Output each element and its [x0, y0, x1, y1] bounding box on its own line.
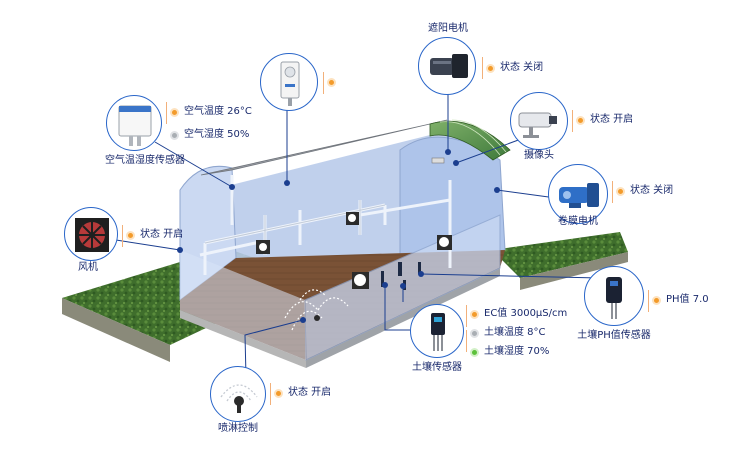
ph-value-reading: PH值 7.0 — [652, 294, 709, 306]
soil-sensor-icon — [431, 313, 445, 351]
shade-motor-circle[interactable] — [418, 37, 476, 95]
shade-motor-icon — [430, 54, 468, 78]
ground-right-edge — [520, 252, 628, 290]
camera-label: 摄像头 — [524, 150, 554, 161]
ph-sensor-circle[interactable] — [584, 266, 644, 326]
status-dot-icon — [652, 295, 661, 305]
sprinkler-circle[interactable] — [210, 366, 266, 422]
status-dot-icon — [470, 328, 479, 338]
ph-sensor-icon — [606, 277, 622, 319]
air-sensor-icon — [118, 105, 152, 146]
soil-sensor-label: 土壤传感器 — [412, 362, 462, 373]
status-dot-icon — [274, 388, 283, 398]
ph-sensor-label: 土壤PH值传感器 — [577, 330, 651, 341]
shade-motor-label: 遮阳电机 — [428, 23, 468, 34]
fan-unit-3 — [437, 235, 452, 250]
sprinkler-status: 状态 开启 — [274, 387, 331, 399]
fan-status: 状态 开启 — [126, 229, 183, 241]
light-sensor-icon — [280, 61, 300, 106]
air-humidity-reading: 空气湿度 50% — [170, 129, 249, 141]
status-dot-icon — [170, 107, 179, 117]
air-sensor-circle[interactable] — [106, 95, 162, 151]
status-dot-icon — [170, 130, 179, 140]
fan-label: 风机 — [78, 262, 98, 273]
camera-icon — [518, 112, 557, 138]
sprinkler-icon — [220, 384, 258, 413]
camera-circle[interactable] — [510, 92, 568, 150]
floor-front-edge — [180, 310, 306, 368]
status-dot-icon — [470, 309, 479, 319]
film-motor-icon — [559, 183, 599, 208]
fan-circle[interactable] — [64, 207, 118, 261]
soil-sensor-circle[interactable] — [410, 304, 464, 358]
ground-right-strip — [492, 232, 628, 278]
status-dot-icon — [576, 115, 585, 125]
light-sensor-circle[interactable] — [260, 53, 318, 111]
status-dot-icon — [327, 78, 336, 87]
ec-value-reading: EC值 3000μS/cm — [470, 308, 567, 320]
floor-side-edge — [306, 268, 500, 368]
status-dot-icon — [616, 186, 625, 196]
status-dot-icon — [486, 63, 495, 73]
air-sensor-label: 空气温湿度传感器 — [105, 155, 185, 166]
status-dot-icon — [470, 347, 479, 357]
air-temp-reading: 空气温度 26°C — [170, 106, 252, 118]
film-motor-circle[interactable] — [548, 164, 608, 224]
fan-unit-2 — [346, 212, 359, 225]
soil-humidity-reading: 土壤湿度 70% — [470, 346, 549, 358]
front-left-wall — [180, 250, 306, 360]
light-sensor-status — [327, 78, 341, 87]
roof-gray — [200, 119, 448, 176]
wall-camera — [431, 157, 445, 164]
film-motor-status: 状态 关闭 — [616, 185, 673, 197]
camera-status: 状态 开启 — [576, 114, 633, 126]
sprinkler-label: 喷淋控制 — [218, 423, 258, 434]
shade-motor-status: 状态 关闭 — [486, 62, 543, 74]
sprinkler-spray — [284, 289, 349, 331]
film-motor-label: 卷膜电机 — [558, 216, 598, 227]
ground-edge-left — [62, 298, 170, 362]
soil-temp-reading: 土壤温度 8°C — [470, 327, 546, 339]
fan-unit-4 — [352, 272, 369, 289]
connector-dots — [177, 149, 500, 323]
fan-icon — [75, 218, 109, 252]
fan-unit-1 — [256, 240, 270, 254]
status-dot-icon — [126, 230, 135, 240]
